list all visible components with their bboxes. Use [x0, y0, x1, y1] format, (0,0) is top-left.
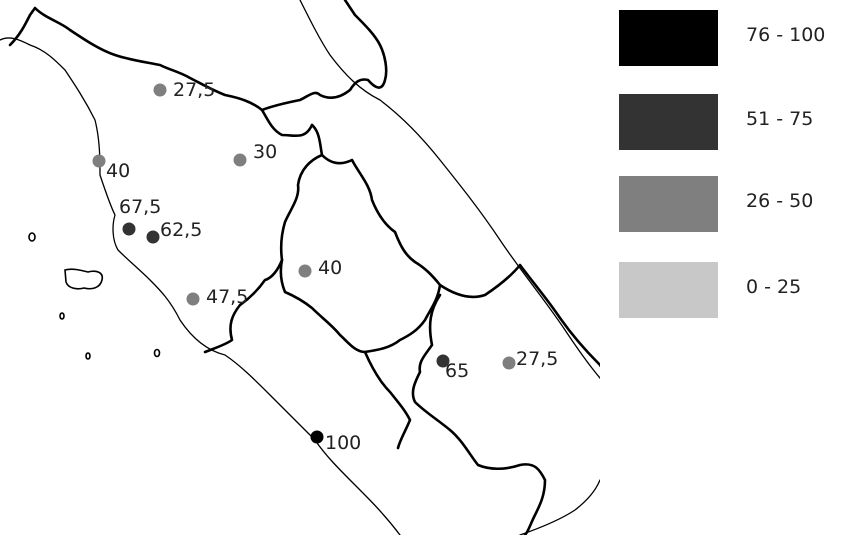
map-point-label: 67,5: [119, 196, 161, 218]
points-layer: 27,5 30 40 67,562,5 47,5 40 65 27,5 100: [92, 79, 558, 454]
legend-label: 51 - 75: [746, 108, 814, 130]
legend-item: 76 - 100: [619, 10, 839, 66]
legend-label: 0 - 25: [746, 276, 802, 298]
legend-swatch: [619, 94, 718, 150]
region-map: 27,5 30 40 67,562,5 47,5 40 65 27,5 100: [0, 0, 600, 535]
island-giglio: [153, 348, 161, 358]
marche-north-border: [260, 0, 388, 112]
legend-item: 51 - 75: [619, 94, 839, 150]
adriatic-coast: [299, 0, 600, 380]
map-point-label: 40: [318, 257, 342, 279]
legend-item: 26 - 50: [619, 176, 839, 232]
map-point-marker: [153, 83, 167, 97]
map-point-marker: [298, 264, 312, 278]
abruzzo-west-border: [411, 293, 547, 535]
legend-item: 0 - 25: [619, 262, 839, 318]
map-point-marker: [122, 222, 136, 236]
umbria-border: [279, 153, 442, 354]
legend-swatch: [619, 262, 718, 318]
map-point-label: 27,5: [173, 79, 215, 101]
legend-label: 76 - 100: [746, 24, 826, 46]
southern-coast: [519, 479, 600, 535]
map-point-label: 62,5: [160, 219, 202, 241]
map-point-marker: [502, 356, 516, 370]
map-point-label: 65: [445, 360, 469, 382]
map-point-marker: [310, 430, 324, 444]
legend-swatch: [619, 10, 718, 66]
legend: 76 - 100 51 - 75 26 - 50 0 - 25: [619, 10, 839, 330]
map-point-marker: [186, 292, 200, 306]
island-elba: [64, 268, 104, 290]
map-point-marker: [233, 153, 247, 167]
legend-swatch: [619, 176, 718, 232]
abruzzo-border: [438, 263, 600, 368]
island-montecristo: [85, 352, 91, 360]
map-point-label: 27,5: [516, 348, 558, 370]
map-point-label: 47,5: [206, 286, 248, 308]
legend-label: 26 - 50: [746, 190, 814, 212]
island-pianosa: [59, 312, 65, 320]
map-point-label: 40: [106, 160, 130, 182]
lazio-border: [363, 350, 412, 450]
map-point-marker: [92, 154, 106, 168]
island-capraia: [28, 232, 36, 242]
tuscany-north-border: [8, 6, 314, 138]
map-point-label: 100: [325, 432, 361, 454]
map-point-label: 30: [253, 141, 277, 163]
coastline: [0, 37, 401, 535]
map-point-marker: [436, 354, 450, 368]
map-point-marker: [146, 230, 160, 244]
